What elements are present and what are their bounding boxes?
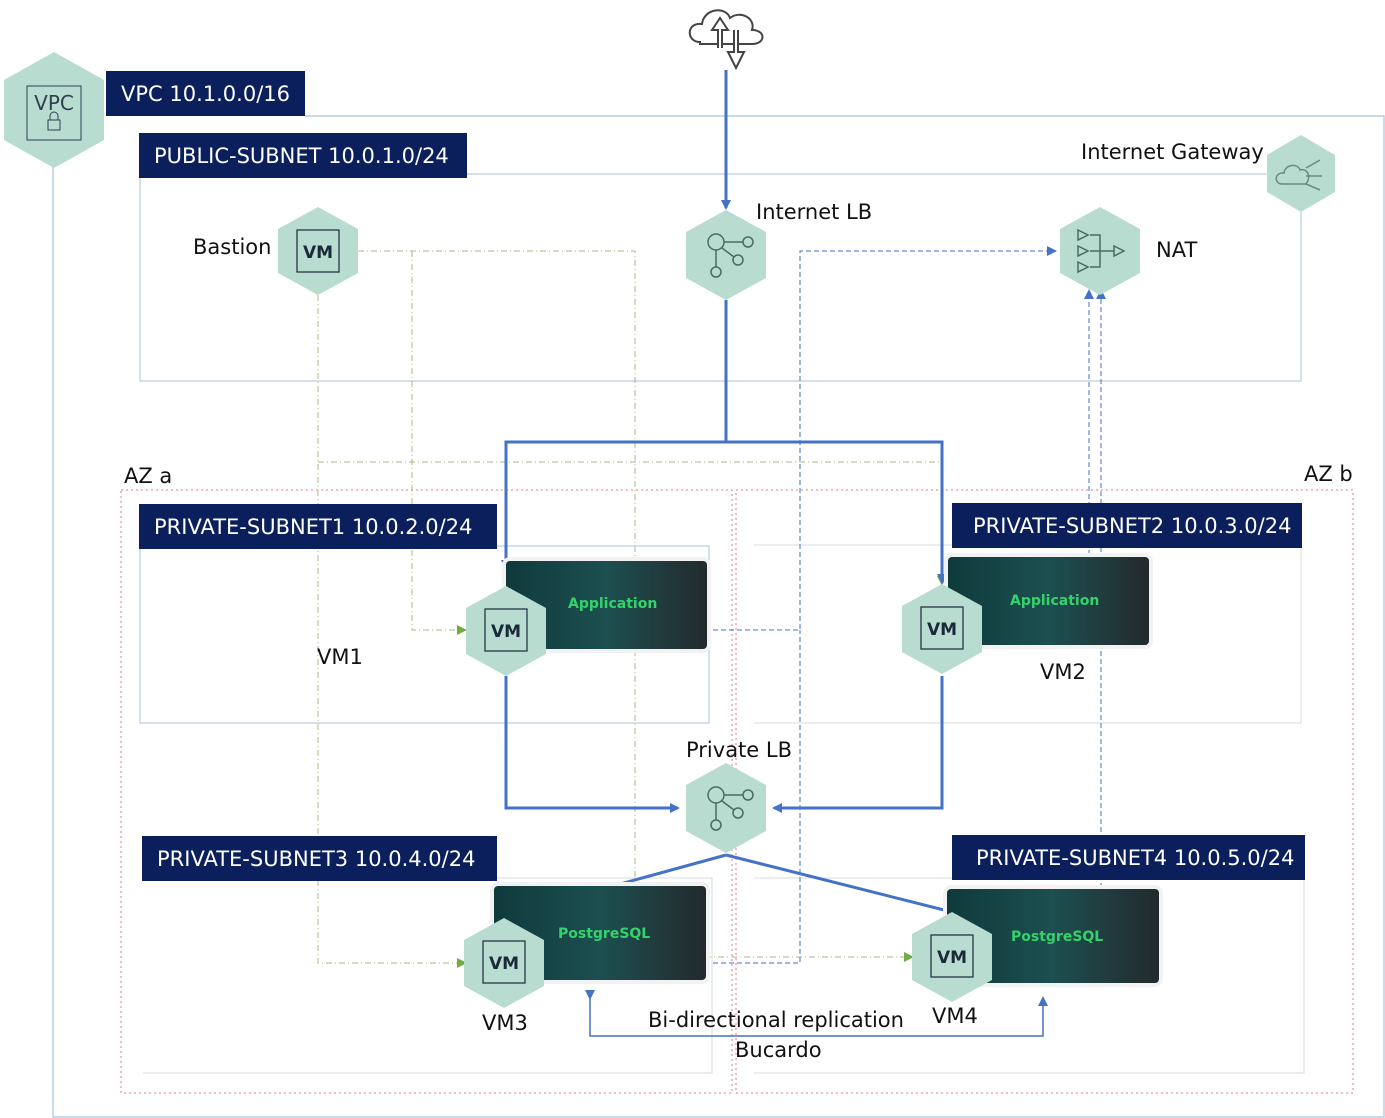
cloud-upload-download-icon [688,9,764,71]
vm3-icon-text: VM [489,954,519,974]
bucardo-label: Bucardo [735,1038,822,1062]
vm1-icon: VM [466,586,546,676]
bastion-vm-icon: VM [278,207,358,295]
private-subnet4-boundary [754,877,1305,1074]
private-subnet2-banner: PRIVATE-SUBNET2 10.0.3.0/24 [952,503,1302,548]
internet-gateway-label: Internet Gateway [1081,140,1264,164]
card-title: Application [1010,593,1100,609]
vm1-icon-text: VM [491,622,521,642]
card-title: PostgreSQL [1011,929,1104,945]
public-subnet-boundary [139,173,1302,382]
private-subnet1-boundary [139,545,710,724]
traffic-flow [494,70,954,921]
private-subnet1-banner: PRIVATE-SUBNET1 10.0.2.0/24 [139,504,497,549]
vpc-banner: VPC 10.1.0.0/16 [106,71,305,116]
internet-lb-icon [686,210,766,300]
nat-icon [1060,207,1140,295]
vpc-boundary [52,115,1385,1118]
vm2-icon: VM [902,584,982,674]
vpc-lock-icon: VPC [4,52,104,168]
internet-lb-label: Internet LB [756,200,873,224]
az-a-boundary [120,489,733,1094]
replication-label: Bi-directional replication [648,1008,904,1032]
bastion-icon-text: VM [303,243,333,263]
replication-connection [585,990,1048,1037]
private-subnet3-boundary [143,877,713,1074]
vm4-icon-text: VM [937,948,967,968]
private-lb-icon [686,763,766,853]
internet-gateway-icon [1267,135,1335,212]
card-title: Application [568,596,658,612]
vm4-label: VM4 [932,1004,978,1028]
nat-label: NAT [1156,238,1198,262]
az-b-label: AZ b [1304,462,1353,486]
vm2-label: VM2 [1040,660,1086,684]
private-subnet4-banner: PRIVATE-SUBNET4 10.0.5.0/24 [952,835,1305,880]
vm4-icon: VM [912,912,992,1002]
private-subnet3-banner: PRIVATE-SUBNET3 10.0.4.0/24 [142,836,497,881]
public-subnet-banner: PUBLIC-SUBNET 10.0.1.0/24 [139,133,467,178]
private-subnet2-boundary [754,544,1302,724]
vm1-label: VM1 [317,645,363,669]
az-a-label: AZ a [124,464,173,488]
bastion-label: Bastion [193,235,272,259]
vm3-icon: VM [464,918,544,1008]
vm2-icon-text: VM [927,620,957,640]
card-title: PostgreSQL [558,926,651,942]
private-lb-label: Private LB [686,738,792,762]
vpc-icon-text: VPC [34,91,74,115]
vm3-label: VM3 [482,1011,528,1035]
